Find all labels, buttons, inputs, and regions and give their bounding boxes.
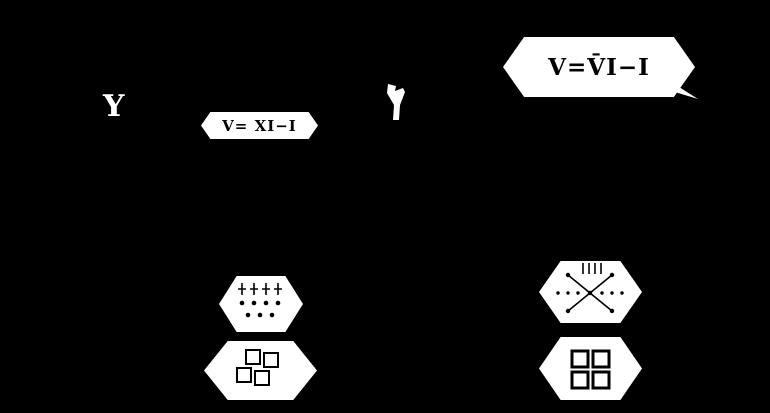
y-figure-icon: Y xyxy=(103,89,125,124)
speech-bubble-square-cluster xyxy=(204,341,317,400)
x-tally-icon xyxy=(556,263,624,314)
flag-figure-icon xyxy=(387,84,405,120)
four-square-grid-icon xyxy=(570,349,611,390)
dot-grid-icon xyxy=(238,283,282,318)
flag-figure-icon xyxy=(384,83,408,122)
formula-large-text: V=V̄I−I xyxy=(548,53,650,81)
square-cluster-icon xyxy=(236,349,279,386)
speech-bubble-formula-large: V=V̄I−I xyxy=(503,37,695,97)
speech-bubble-x-tally xyxy=(539,261,642,323)
speech-bubble-dot-grid xyxy=(219,276,303,332)
speech-bubble-square-grid xyxy=(539,337,642,400)
formula-small-text: V= XI−I xyxy=(222,116,297,135)
speech-bubble-formula-small: V= XI−I xyxy=(201,112,318,139)
